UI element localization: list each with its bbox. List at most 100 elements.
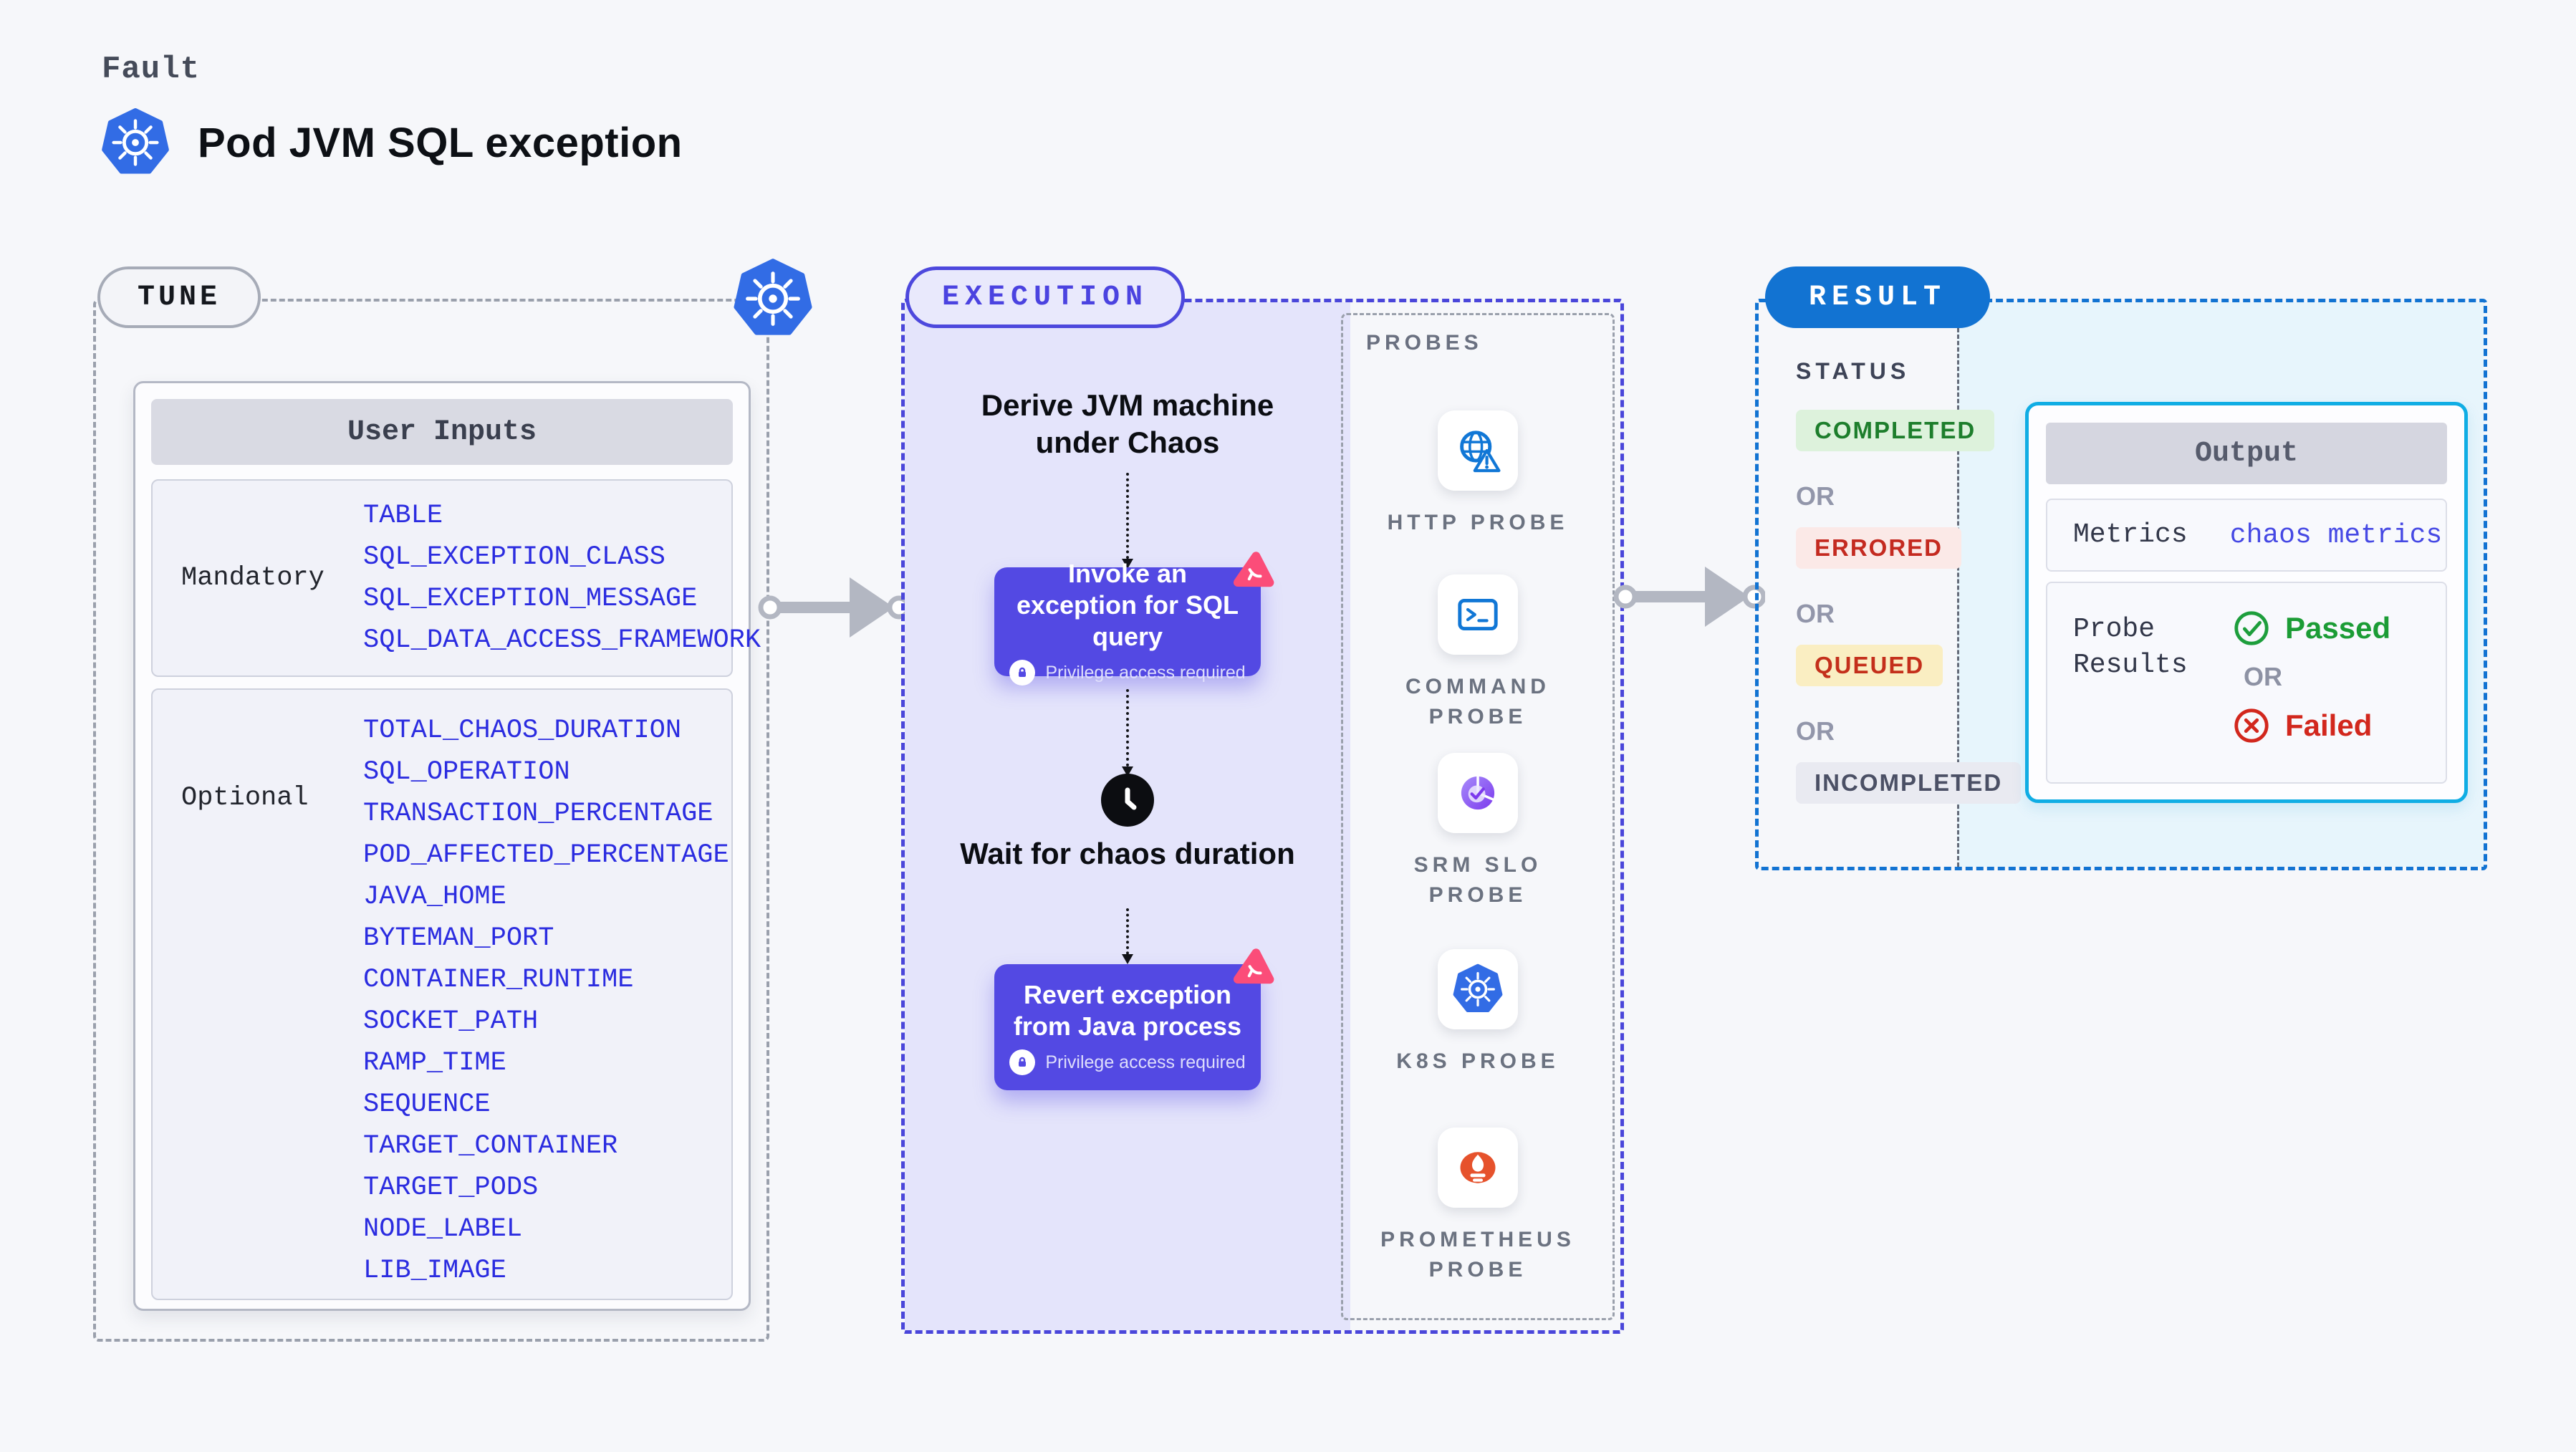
probe-item-k8s: K8S PROBE <box>1343 949 1613 1077</box>
probes-section: PROBES HTTP PROBE <box>1341 313 1615 1320</box>
fault-kicker: Fault <box>102 52 201 87</box>
input-field-name: TARGET_CONTAINER <box>363 1131 618 1161</box>
srm-slo-probe-card <box>1438 753 1518 833</box>
status-column: STATUS COMPLETED OR ERRORED OR QUEUED OR… <box>1796 302 2022 867</box>
mandatory-inputs-row: Mandatory TABLE SQL_EXCEPTION_CLASS SQL_EX… <box>151 479 761 677</box>
or-label: OR <box>1796 716 1835 746</box>
probe-item-prometheus: PROMETHEUS PROBE <box>1343 1128 1613 1285</box>
http-probe-icon <box>1460 431 1501 473</box>
kubernetes-icon <box>1452 963 1504 1015</box>
input-field-name: RAMP_TIME <box>363 1048 506 1078</box>
input-field-name: SEQUENCE <box>363 1090 491 1120</box>
page-header: Pod JVM SQL exception <box>100 107 683 178</box>
probe-label: PROMETHEUS PROBE <box>1380 1228 1575 1282</box>
input-field-name: SQL_OPERATION <box>363 757 570 787</box>
prometheus-icon <box>1460 1152 1496 1183</box>
check-circle-icon <box>2234 611 2269 645</box>
command-probe-icon <box>1458 598 1498 631</box>
derive-step-label: Derive JVM machine under Chaos <box>981 388 1274 459</box>
input-field-name: SQL_EXCEPTION_CLASS <box>363 542 665 572</box>
status-badge-incompleted: INCOMPLETED <box>1796 762 2022 804</box>
k8s-probe-card <box>1438 949 1518 1029</box>
flow-arrow-down <box>1122 908 1133 964</box>
wait-clock-icon <box>1101 774 1154 827</box>
input-field-name: NODE_LABEL <box>363 1214 523 1244</box>
optional-inputs-row: Optional TOTAL_CHAOS_DURATION SQL_OPERATI… <box>151 688 733 1300</box>
input-field-name: TRANSACTION_PERCENTAGE <box>363 799 713 829</box>
execution-to-result-arrow <box>1613 567 1765 627</box>
output-header: Output <box>2046 423 2447 484</box>
lock-icon <box>1009 660 1036 686</box>
or-label: OR <box>2244 662 2282 691</box>
status-badge-queued: QUEUED <box>1796 645 1943 686</box>
probe-item-http: HTTP PROBE <box>1343 410 1613 538</box>
optional-label: Optional <box>181 783 309 813</box>
input-field-name: JAVA_HOME <box>363 882 506 912</box>
probe-results-row: Probe Results Passed OR <box>2046 582 2447 784</box>
input-field-name: TABLE <box>363 501 443 531</box>
failed-line: Failed <box>2232 706 2446 745</box>
privilege-note: Privilege access required <box>1009 660 1246 686</box>
privilege-note-text: Privilege access required <box>1045 1052 1246 1072</box>
http-probe-card <box>1438 410 1518 491</box>
result-section: STATUS COMPLETED OR ERRORED OR QUEUED OR… <box>1755 299 2487 870</box>
probe-label: K8S PROBE <box>1396 1049 1559 1073</box>
probe-results-label: Probe Results <box>2073 614 2188 681</box>
passed-line: Passed <box>2232 609 2446 648</box>
probe-label: SRM SLO PROBE <box>1413 853 1542 907</box>
or-label: OR <box>1796 599 1835 628</box>
prometheus-probe-card <box>1438 1128 1518 1208</box>
user-inputs-card: User Inputs Mandatory TABLE SQL_EXCEPTION… <box>133 381 761 1311</box>
passed-label: Passed <box>2285 611 2391 645</box>
srm-slo-probe-icon <box>1461 774 1495 810</box>
x-circle-icon <box>2234 708 2269 743</box>
privilege-note: Privilege access required <box>1009 1049 1246 1075</box>
input-field-name: BYTEMAN_PORT <box>363 923 554 953</box>
probe-item-command: COMMAND PROBE <box>1343 574 1613 732</box>
failed-label: Failed <box>2285 708 2373 742</box>
lock-icon <box>1009 1049 1036 1075</box>
command-probe-card <box>1438 574 1518 655</box>
page-title: Pod JVM SQL exception <box>198 119 683 166</box>
input-field-name: SQL_EXCEPTION_MESSAGE <box>363 584 698 614</box>
invoke-exception-node: Invoke an exception for SQL query Privil… <box>994 552 1274 686</box>
or-label: OR <box>1796 481 1835 511</box>
metrics-value: chaos metrics <box>2229 519 2443 551</box>
kubernetes-icon <box>100 107 170 178</box>
privilege-note-text: Privilege access required <box>1045 662 1246 683</box>
result-divider <box>1957 302 1959 867</box>
tune-to-execution-arrow <box>758 577 910 638</box>
execution-flow-panel: Derive JVM machine under Chaos Invoke an… <box>905 302 1350 1330</box>
status-badge-errored: ERRORED <box>1796 527 1962 569</box>
mandatory-label: Mandatory <box>181 563 325 593</box>
metrics-label: Metrics <box>2073 519 2188 550</box>
flow-arrow-down <box>1122 689 1133 777</box>
probes-section-label: PROBES <box>1366 331 1483 355</box>
chaos-experiment-icon <box>1233 552 1274 587</box>
input-field-name: LIB_IMAGE <box>363 1256 506 1286</box>
input-field-name: POD_AFFECTED_PERCENTAGE <box>363 840 729 870</box>
mandatory-fields-list: TABLE SQL_EXCEPTION_CLASS SQL_EXCEPTION_ME… <box>340 475 768 681</box>
result-badge: RESULT <box>1765 266 1991 328</box>
input-field-name: CONTAINER_RUNTIME <box>363 965 634 995</box>
input-field-name: SOCKET_PATH <box>363 1006 539 1037</box>
probe-label: HTTP PROBE <box>1387 511 1569 534</box>
tune-badge: TUNE <box>97 266 261 328</box>
execution-section: Derive JVM machine under Chaos Invoke an… <box>901 299 1624 1334</box>
wait-step-label: Wait for chaos duration <box>960 837 1295 870</box>
tune-section <box>93 299 769 1342</box>
revert-exception-node: Revert exception from Java process Privi… <box>994 948 1274 1090</box>
invoke-step-label: Invoke an exception for SQL query <box>1016 559 1239 651</box>
input-field-name: TOTAL_CHAOS_DURATION <box>363 716 682 746</box>
output-card: Output Metrics chaos metrics Probe Resul… <box>2025 402 2468 803</box>
probe-label: COMMAND PROBE <box>1405 675 1550 729</box>
chaos-experiment-icon <box>1233 948 1274 984</box>
execution-badge: EXECUTION <box>905 266 1186 328</box>
user-inputs-header: User Inputs <box>151 399 733 465</box>
probe-item-srm-slo: SRM SLO PROBE <box>1343 753 1613 910</box>
input-field-name: SQL_DATA_ACCESS_FRAMEWORK <box>363 625 761 655</box>
revert-step-label: Revert exception from Java process <box>1013 980 1242 1041</box>
input-field-name: TARGET_PODS <box>363 1173 539 1203</box>
metrics-row: Metrics chaos metrics <box>2046 499 2447 572</box>
